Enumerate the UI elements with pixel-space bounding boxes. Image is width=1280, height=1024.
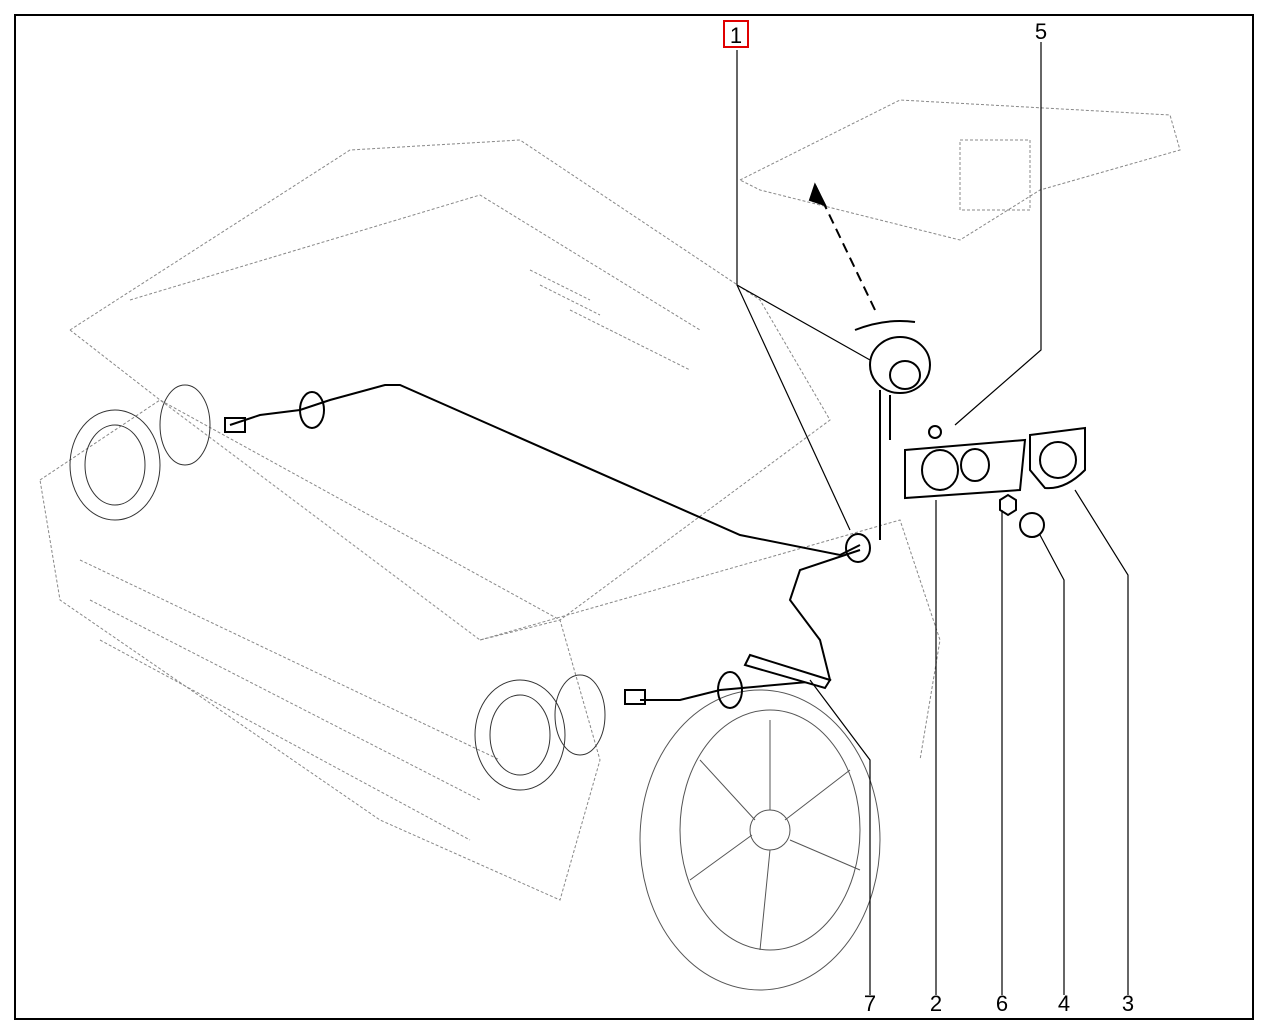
vehicle-body-outline (39, 99, 1181, 901)
leader-lines (736, 42, 1129, 995)
callout-2[interactable]: 2 (929, 991, 943, 1016)
callout-3[interactable]: 3 (1121, 991, 1135, 1016)
diagram-frame (14, 14, 1254, 1020)
callout-6[interactable]: 6 (995, 991, 1009, 1016)
callout-7[interactable]: 7 (863, 991, 877, 1016)
wheel (639, 689, 881, 991)
callout-1[interactable]: 1 (723, 20, 749, 48)
callout-5[interactable]: 5 (1034, 19, 1048, 44)
callout-4[interactable]: 4 (1057, 991, 1071, 1016)
mounting-plate (904, 425, 1086, 538)
headlight-left (69, 384, 211, 521)
headlight-right (474, 674, 606, 791)
adjuster-knob-assembly (808, 182, 931, 540)
headlamp-adjuster-cable (224, 384, 871, 709)
